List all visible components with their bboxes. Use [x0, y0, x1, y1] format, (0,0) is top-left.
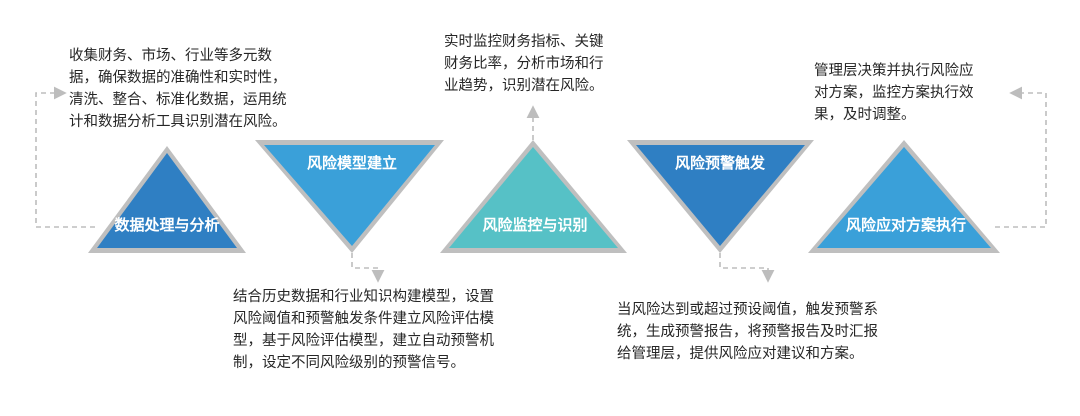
connector-step1 — [35, 86, 95, 228]
step4-title: 风险预警触发 — [675, 154, 766, 172]
step2-desc-line: 风险阈值和预警触发条件建立风险评估模 — [233, 311, 494, 327]
triangle-step5 — [817, 147, 991, 248]
step4-desc-line: 统，生成预警报告，将预警报告及时汇报 — [617, 324, 878, 340]
step1-desc-line: 计和数据分析工具识别潜在风险。 — [69, 114, 287, 130]
step4-description: 当风险达到或超过预设阈值，触发预警系 统，生成预警报告，将预警报告及时汇报 给管… — [617, 299, 878, 365]
step3-description: 实时监控财务指标、关键 财务比率，分析市场和行 业趋势，识别潜在风险。 — [444, 31, 604, 97]
step2-title: 风险模型建立 — [307, 154, 397, 172]
step5-desc-line: 果，及时调整。 — [814, 107, 916, 123]
step3-desc-line: 实时监控财务指标、关键 — [444, 34, 604, 50]
step5-desc-line: 管理层决策并执行风险应 — [814, 63, 974, 79]
step5-title: 风险应对方案执行 — [846, 216, 966, 234]
connector-step2 — [351, 253, 385, 283]
step2-desc-line: 制，设定不同风险级别的预警信号。 — [233, 355, 465, 371]
step1-title: 数据处理与分析 — [114, 216, 219, 234]
connector-step4 — [719, 253, 775, 283]
step3-desc-line: 财务比率，分析市场和行 — [444, 56, 604, 72]
step-5: 风险应对方案执行 — [808, 140, 1000, 253]
step2-description: 结合历史数据和行业知识构建模型，设置 风险阈值和预警触发条件建立风险评估模 型，… — [233, 286, 494, 374]
triangle-step4 — [636, 145, 805, 246]
step1-description: 收集财务、市场、行业等多元数 据，确保数据的准确性和实时性， 清洗、整合、标准化… — [69, 45, 287, 133]
step3-desc-line: 业趋势，识别潜在风险。 — [444, 78, 604, 94]
step4-desc-line: 当风险达到或超过预设阈值，触发预警系 — [617, 302, 878, 318]
step4-desc-line: 给管理层，提供风险应对建议和方案。 — [617, 346, 864, 362]
triangle-step1 — [97, 153, 237, 248]
step2-desc-line: 结合历史数据和行业知识构建模型，设置 — [233, 289, 494, 305]
step2-desc-line: 型，基于风险评估模型，建立自动预警机 — [233, 333, 494, 349]
step-3: 风险监控与识别 — [440, 140, 627, 253]
triangle-step3 — [449, 147, 618, 248]
step5-description: 管理层决策并执行风险应 对方案，监控方案执行效 果，及时调整。 — [814, 60, 974, 126]
triangle-step2 — [264, 145, 435, 246]
step1-desc-line: 清洗、整合、标准化数据，运用统 — [69, 92, 287, 108]
step-4: 风险预警触发 — [627, 140, 814, 253]
step1-desc-line: 据，确保数据的准确性和实时性， — [69, 70, 287, 86]
step5-desc-line: 对方案，监控方案执行效 — [814, 85, 974, 101]
step3-title: 风险监控与识别 — [482, 216, 587, 234]
step-2: 风险模型建立 — [255, 140, 444, 253]
connector-step5 — [995, 86, 1047, 228]
step1-desc-line: 收集财务、市场、行业等多元数 — [69, 48, 272, 64]
step-1: 数据处理与分析 — [88, 146, 246, 253]
